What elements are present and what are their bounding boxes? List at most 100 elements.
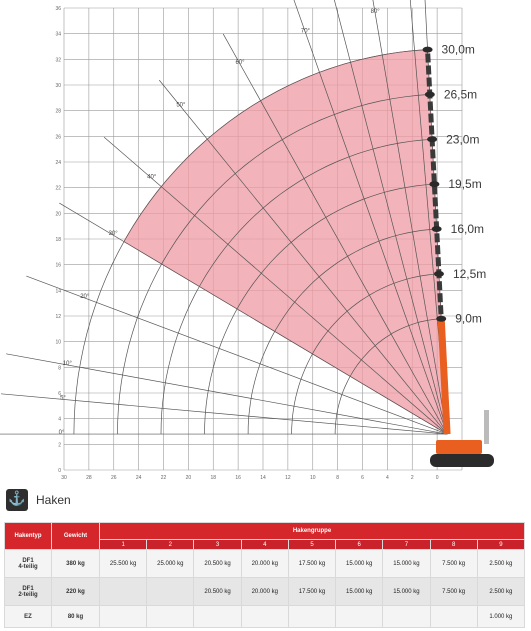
length-arc bbox=[160, 138, 433, 435]
y-tick-label: 36 bbox=[55, 6, 61, 12]
angle-label: 60° bbox=[235, 60, 245, 66]
capacity-cell: 20.000 kg bbox=[240, 577, 289, 606]
x-tick-label: 26 bbox=[111, 475, 117, 481]
group-header: Hakengruppe bbox=[99, 522, 525, 540]
capacity-cell bbox=[98, 577, 148, 606]
x-tick-label: 28 bbox=[86, 475, 92, 481]
x-tick-label: 20 bbox=[186, 475, 192, 481]
capacity-cell: 25.000 kg bbox=[146, 549, 195, 578]
angle-label: 80° bbox=[371, 9, 381, 15]
angle-label: 40° bbox=[147, 174, 157, 180]
working-area bbox=[123, 49, 448, 435]
capacity-cell bbox=[193, 605, 242, 628]
col-hakentyp: Hakentyp bbox=[4, 522, 52, 550]
group-sub-header: 1 bbox=[98, 539, 148, 550]
capacity-cell: 25.500 kg bbox=[98, 549, 148, 578]
y-tick-label: 0 bbox=[58, 468, 61, 474]
angle-label: 20° bbox=[80, 294, 90, 300]
boom-joint bbox=[429, 181, 440, 188]
hook-type-cell: EZ bbox=[4, 605, 52, 628]
capacity-cell bbox=[429, 605, 478, 628]
length-arc bbox=[291, 273, 439, 435]
group-sub-header: 4 bbox=[240, 539, 289, 550]
y-tick-label: 32 bbox=[55, 57, 61, 63]
x-tick-label: 14 bbox=[260, 475, 266, 481]
boom-base-section bbox=[437, 318, 451, 435]
boom-length-label: 12,5m bbox=[453, 267, 486, 281]
group-sub-header: 7 bbox=[382, 539, 431, 550]
capacity-cell bbox=[240, 605, 289, 628]
y-tick-label: 30 bbox=[55, 83, 61, 89]
y-tick-label: 8 bbox=[58, 365, 61, 371]
capacity-cell: 17.500 kg bbox=[287, 549, 337, 578]
hook-icon: ⚓ bbox=[6, 489, 28, 511]
x-tick-label: 0 bbox=[436, 475, 439, 481]
crane-body bbox=[436, 440, 482, 454]
y-tick-label: 20 bbox=[55, 211, 61, 217]
angle-label: 0° bbox=[59, 430, 65, 436]
boom-joint bbox=[433, 270, 444, 277]
x-tick-label: 12 bbox=[285, 475, 291, 481]
group-sub-header: 8 bbox=[429, 539, 478, 550]
boom-length-arcs bbox=[73, 49, 442, 435]
group-sub-header: 9 bbox=[476, 539, 526, 550]
x-tick-label: 10 bbox=[310, 475, 316, 481]
y-tick-label: 16 bbox=[55, 263, 61, 269]
legend-label: Haken bbox=[36, 493, 71, 507]
capacity-cell: 15.000 kg bbox=[382, 577, 431, 606]
capacity-cell: 1.000 kg bbox=[476, 605, 526, 628]
boom-joint bbox=[422, 46, 433, 53]
capacity-cell bbox=[146, 605, 195, 628]
y-tick-label: 18 bbox=[55, 237, 61, 243]
boom-length-label: 19,5m bbox=[448, 177, 481, 191]
boom-length-label: 26,5m bbox=[444, 87, 477, 101]
y-tick-label: 34 bbox=[55, 32, 61, 38]
capacity-cell: 2.500 kg bbox=[476, 577, 526, 606]
hook-type-cell: DF1 2-teilig bbox=[4, 577, 52, 606]
working-area-sector bbox=[123, 49, 448, 435]
y-tick-label: 28 bbox=[55, 109, 61, 115]
x-tick-label: 8 bbox=[336, 475, 339, 481]
x-tick-label: 2 bbox=[411, 475, 414, 481]
y-tick-label: 2 bbox=[58, 442, 61, 448]
y-tick-label: 6 bbox=[58, 391, 61, 397]
boom-length-label: 23,0m bbox=[446, 132, 479, 146]
angle-label: 30° bbox=[109, 231, 119, 237]
weight-cell: 80 kg bbox=[51, 605, 100, 628]
boom-joint bbox=[424, 91, 435, 98]
y-tick-label: 24 bbox=[55, 160, 61, 166]
x-tick-label: 24 bbox=[136, 475, 142, 481]
capacity-cell: 7.500 kg bbox=[429, 577, 478, 606]
angle-label: 5° bbox=[60, 395, 66, 401]
length-arc bbox=[247, 228, 437, 435]
y-tick-label: 14 bbox=[55, 288, 61, 294]
capacity-cell: 20.000 kg bbox=[240, 549, 289, 578]
crane-outrigger bbox=[484, 410, 489, 444]
hook-type-cell: DF1 4-teilig bbox=[4, 549, 52, 578]
capacity-cell bbox=[146, 577, 195, 606]
angle-label: 70° bbox=[301, 28, 311, 34]
capacity-cell bbox=[382, 605, 431, 628]
group-sub-header: 3 bbox=[193, 539, 242, 550]
group-sub-header: 6 bbox=[335, 539, 384, 550]
y-tick-label: 10 bbox=[55, 340, 61, 346]
capacity-cell bbox=[287, 605, 337, 628]
x-tick-label: 30 bbox=[61, 475, 67, 481]
boom-length-label: 9,0m bbox=[455, 312, 482, 326]
crane bbox=[422, 46, 494, 467]
capacity-cell: 20.500 kg bbox=[193, 577, 242, 606]
length-arc bbox=[204, 183, 435, 435]
x-tick-label: 4 bbox=[386, 475, 389, 481]
x-tick-label: 6 bbox=[361, 475, 364, 481]
angle-label: 50° bbox=[176, 103, 186, 109]
capacity-cell: 15.000 kg bbox=[335, 577, 384, 606]
capacity-cell: 20.500 kg bbox=[193, 549, 242, 578]
boom-length-label: 30,0m bbox=[442, 43, 475, 57]
length-arc bbox=[117, 94, 430, 435]
